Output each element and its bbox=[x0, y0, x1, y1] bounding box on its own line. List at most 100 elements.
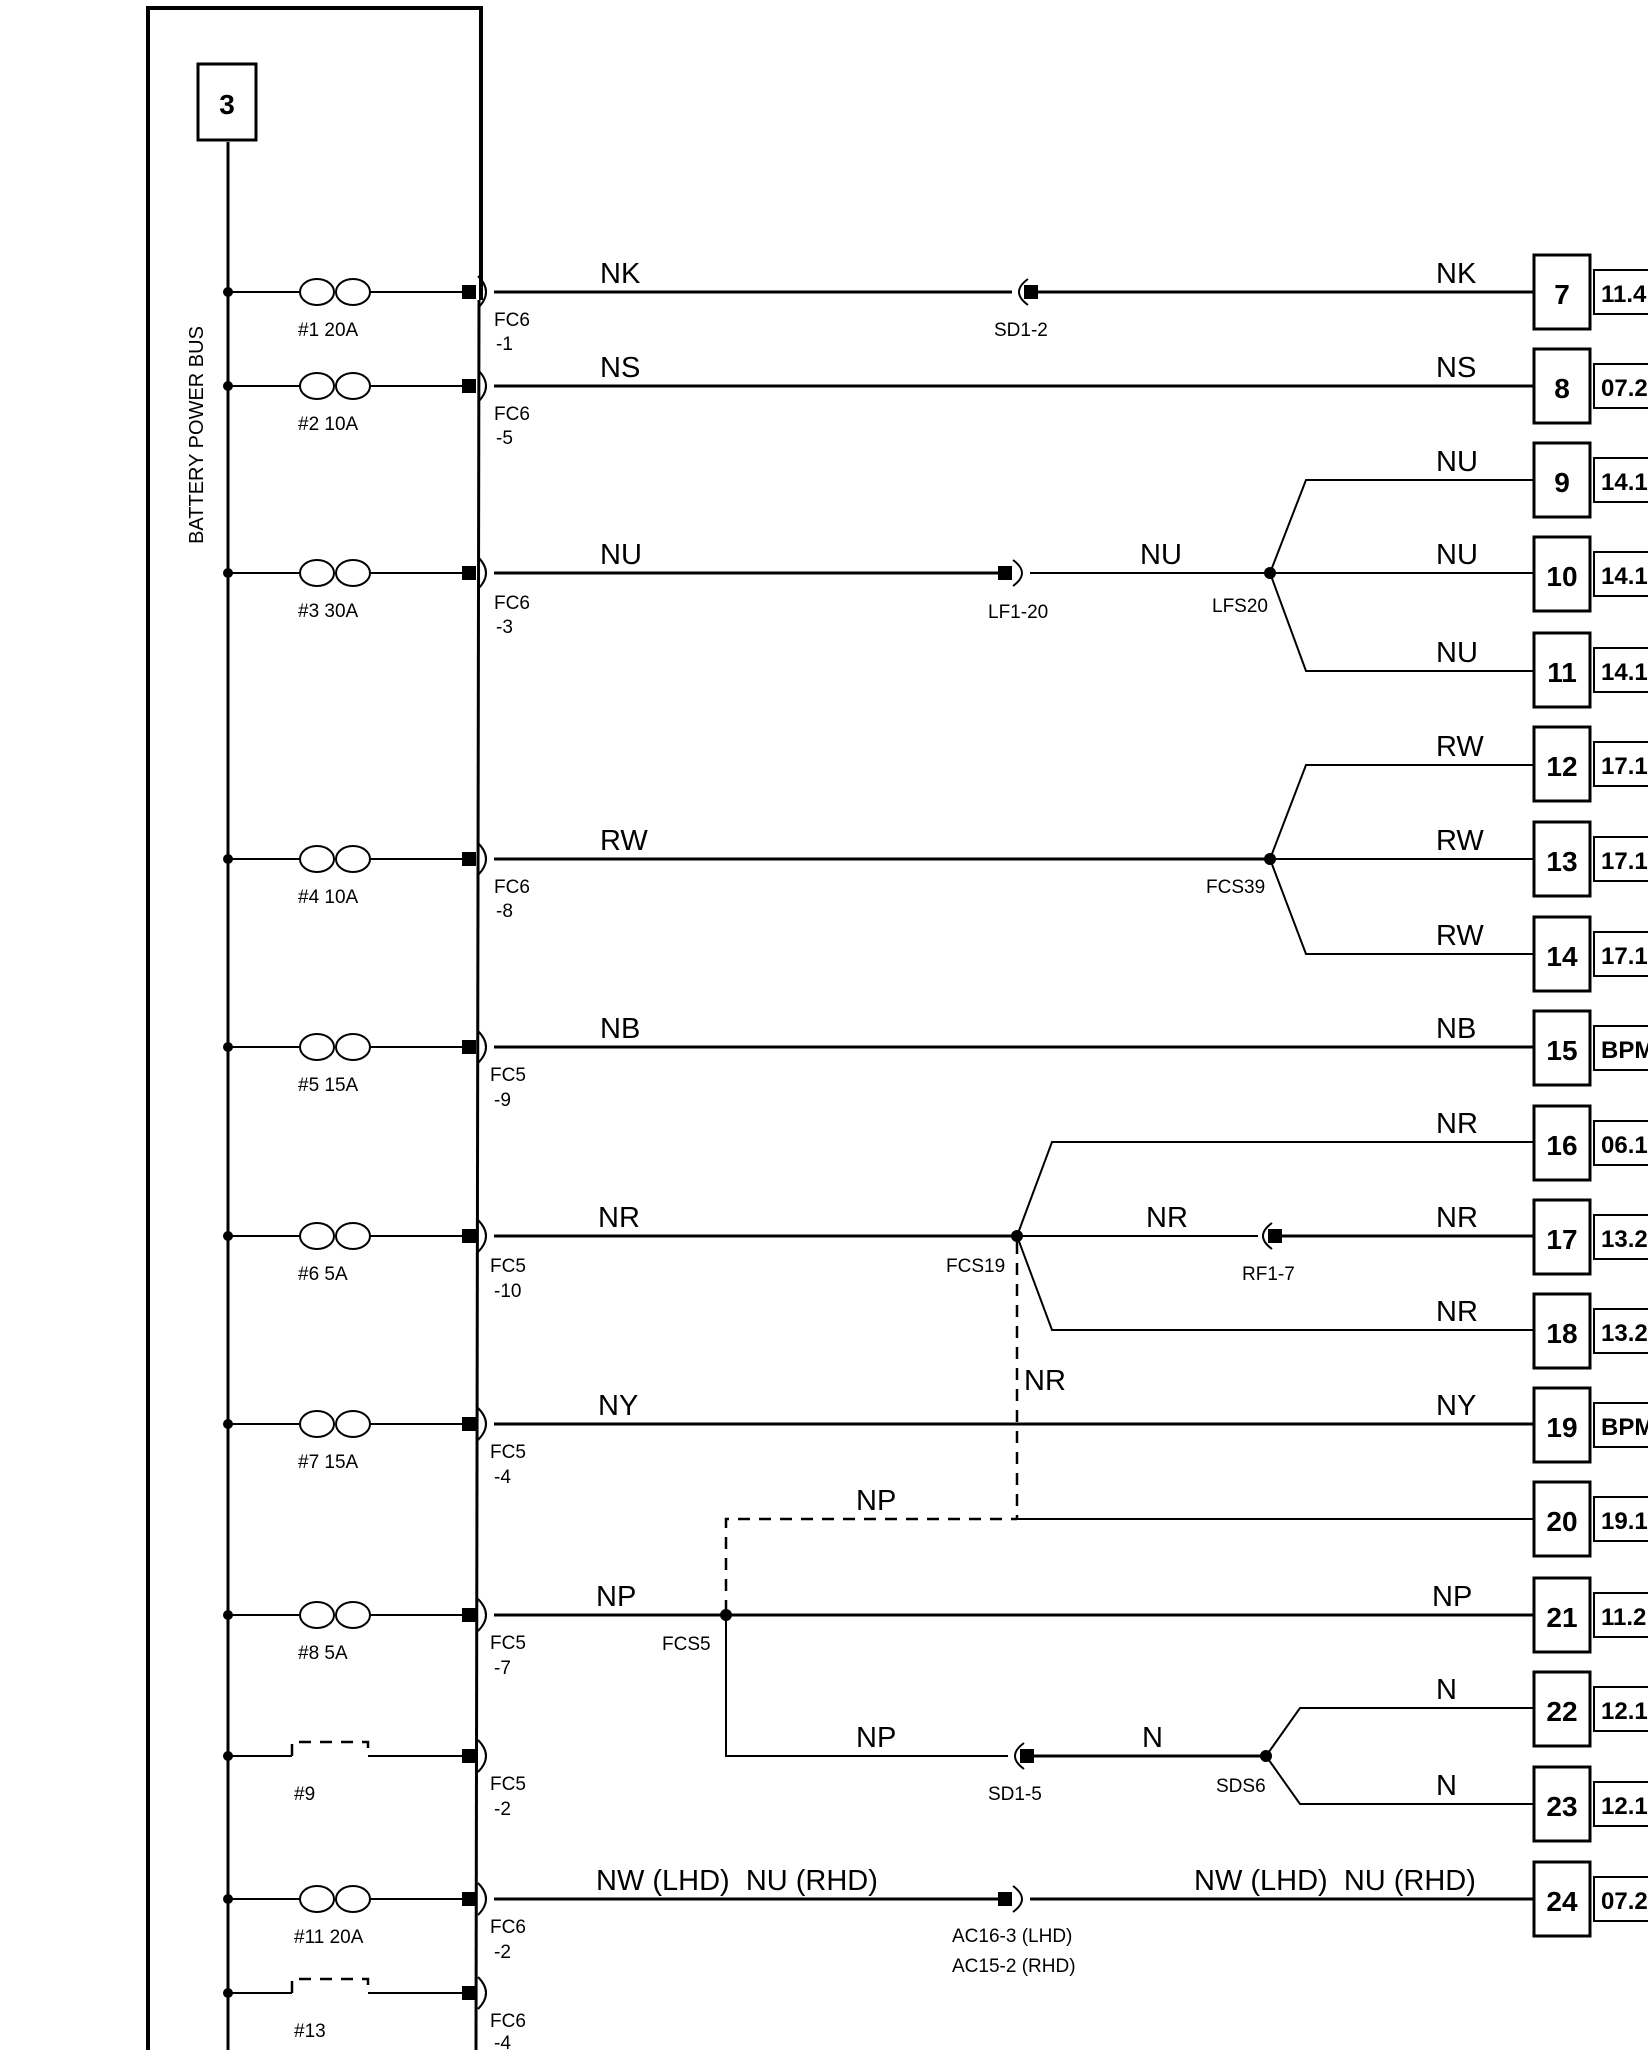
source-ref-box[interactable] bbox=[196, 62, 258, 142]
page-ref: 17.1 bbox=[1601, 848, 1648, 875]
splice-label: LFS20 bbox=[1212, 596, 1268, 617]
wire-color-label: NU bbox=[1436, 637, 1478, 669]
ref-box[interactable] bbox=[1532, 820, 1592, 898]
page-ref-box[interactable] bbox=[1593, 1214, 1648, 1260]
fuse-icon bbox=[299, 845, 335, 873]
ref-box[interactable] bbox=[1532, 1292, 1592, 1370]
ref-box[interactable] bbox=[1532, 1576, 1592, 1654]
connector-pin: -3 bbox=[496, 617, 513, 638]
connector-label: FC6 bbox=[490, 2011, 526, 2032]
fuse-label: #8 5A bbox=[298, 1643, 348, 1664]
page-ref-box[interactable] bbox=[1593, 1308, 1648, 1354]
page-ref: 14.1 bbox=[1601, 659, 1648, 686]
source-ref-label: 3 bbox=[219, 89, 235, 120]
page-ref-box[interactable] bbox=[1593, 836, 1648, 882]
page-ref-box[interactable] bbox=[1593, 1120, 1648, 1166]
page-ref-box[interactable] bbox=[1593, 269, 1648, 315]
circuit-9: #9 FC5 -2 bbox=[223, 1739, 526, 1820]
page-ref-box[interactable] bbox=[1593, 741, 1648, 787]
page-ref-box[interactable] bbox=[1593, 1402, 1648, 1448]
wire-color-label: RW bbox=[1436, 825, 1484, 857]
ref-box[interactable] bbox=[1532, 915, 1592, 993]
page-ref-box[interactable] bbox=[1593, 931, 1648, 977]
wire-color-label: NP bbox=[596, 1581, 636, 1613]
fuse-label: #3 30A bbox=[298, 601, 359, 622]
wire-color-label: NY bbox=[1436, 1390, 1476, 1422]
fuse-icon bbox=[299, 1222, 335, 1250]
connector-pin: -9 bbox=[494, 1090, 511, 1111]
inline-connector-label: AC15-2 (RHD) bbox=[952, 1956, 1076, 1977]
page-ref: 13.2 bbox=[1601, 1226, 1648, 1253]
page-ref: 17.1 bbox=[1601, 943, 1648, 970]
ref-box[interactable] bbox=[1532, 1860, 1592, 1938]
connector-label: FC6 bbox=[494, 310, 530, 331]
ref-box[interactable] bbox=[1532, 1670, 1592, 1748]
inline-connector-label: LF1-20 bbox=[988, 602, 1048, 623]
wire-color-label: NU bbox=[1436, 446, 1478, 478]
page-ref-box[interactable] bbox=[1593, 1876, 1648, 1922]
wire-color-label: RW bbox=[1436, 731, 1484, 763]
ref-box[interactable] bbox=[1532, 1386, 1592, 1464]
circuit-7: #7 15A FC5 -4 NY NY bbox=[223, 1390, 1534, 1488]
ref-box[interactable] bbox=[1532, 1198, 1592, 1276]
page-ref-box[interactable] bbox=[1593, 1592, 1648, 1638]
wire-color-label: NP bbox=[856, 1722, 896, 1754]
page-ref-box[interactable] bbox=[1593, 457, 1648, 503]
wire-color-label: NP bbox=[856, 1485, 896, 1517]
reference-boxes: 7 11.4 8 07.2 9 14.1 10 14.1 11 14.1 12 … bbox=[1532, 253, 1648, 1938]
ref-box[interactable] bbox=[1532, 441, 1592, 519]
connector-label: FC5 bbox=[490, 1633, 526, 1654]
page-ref-box[interactable] bbox=[1593, 363, 1648, 409]
page-ref-box[interactable] bbox=[1593, 551, 1648, 597]
circuit-2: #2 10A FC6 -5 NS NS bbox=[223, 352, 1534, 449]
fuse-label: #11 20A bbox=[294, 1927, 364, 1948]
ref-box[interactable] bbox=[1532, 1104, 1592, 1182]
optional-fuse-icon bbox=[290, 1977, 370, 1993]
connector-label: FC5 bbox=[490, 1256, 526, 1277]
page-ref-box[interactable] bbox=[1593, 647, 1648, 693]
fuse-box-frame bbox=[146, 6, 483, 2050]
wire-color-label: NU bbox=[600, 539, 642, 571]
page-ref: BPM bbox=[1601, 1037, 1648, 1064]
connector-pin: -1 bbox=[496, 334, 513, 355]
wire-color-label: NB bbox=[600, 1013, 640, 1045]
wire-color-label: NR bbox=[1436, 1108, 1478, 1140]
wire-color-label: NR bbox=[1146, 1202, 1188, 1234]
ref-box[interactable] bbox=[1532, 631, 1592, 709]
ref-number: 18 bbox=[1546, 1318, 1577, 1349]
page-ref-box[interactable] bbox=[1593, 1686, 1648, 1732]
wire-color-label: NR bbox=[1436, 1202, 1478, 1234]
connector-pin: -8 bbox=[496, 901, 513, 922]
ref-number: 8 bbox=[1554, 373, 1570, 404]
ref-box[interactable] bbox=[1532, 725, 1592, 803]
ref-box[interactable] bbox=[1532, 347, 1592, 425]
optional-link-np: NP bbox=[724, 1485, 1534, 1612]
circuit-11: #11 20A FC6 -2 NW (LHD) NU (RHD) AC16-3 … bbox=[223, 1865, 1534, 1977]
connector-pin: -2 bbox=[494, 1799, 511, 1820]
circuit-3: #3 30A FC6 -3 NU LF1-20 NU LFS20 NU NU N… bbox=[223, 446, 1534, 672]
ref-box[interactable] bbox=[1532, 1480, 1592, 1558]
page-ref: BPM bbox=[1601, 1414, 1648, 1441]
ref-box[interactable] bbox=[1532, 535, 1592, 613]
page-ref-box[interactable] bbox=[1593, 1496, 1648, 1542]
connector-pin: -7 bbox=[494, 1658, 511, 1679]
fuse-label: #2 10A bbox=[298, 414, 359, 435]
ref-number: 10 bbox=[1546, 561, 1577, 592]
inline-connector-label: SD1-2 bbox=[994, 320, 1048, 341]
wire-color-label: NB bbox=[1436, 1013, 1476, 1045]
wire-color-label: N bbox=[1436, 1770, 1457, 1802]
ref-box[interactable] bbox=[1532, 1765, 1592, 1843]
ref-number: 9 bbox=[1554, 467, 1570, 498]
page-ref-box[interactable] bbox=[1593, 1781, 1648, 1827]
wire-color-label: RW bbox=[600, 825, 648, 857]
ref-number: 15 bbox=[1546, 1035, 1577, 1066]
fuse-label: #4 10A bbox=[298, 887, 359, 908]
page-ref: 07.2 bbox=[1601, 1888, 1648, 1915]
fuse-icon bbox=[299, 1601, 335, 1629]
ref-box[interactable] bbox=[1532, 253, 1592, 331]
ref-box[interactable] bbox=[1532, 1009, 1592, 1087]
page-ref-box[interactable] bbox=[1593, 1025, 1648, 1071]
ref-number: 20 bbox=[1546, 1506, 1577, 1537]
circuit-8: #8 5A FC5 -7 NP FCS5 NP NP SD1-5 N SDS6 … bbox=[223, 1581, 1534, 1805]
